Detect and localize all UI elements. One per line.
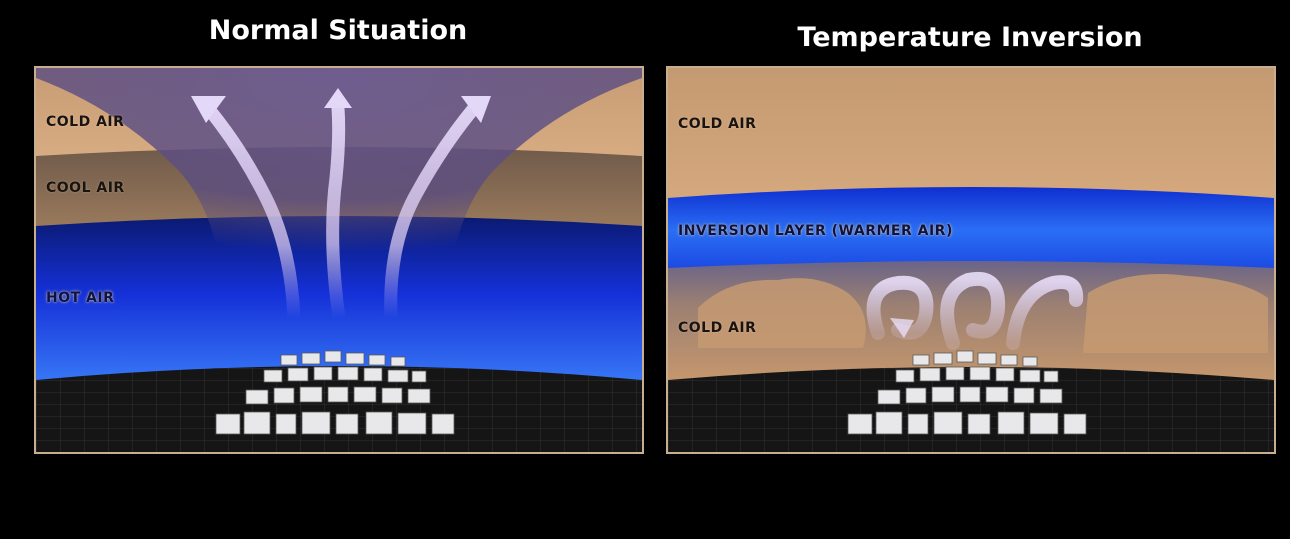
normal-situation-illustration: [36, 68, 642, 452]
trapped-air-swirls: [866, 271, 1084, 350]
arrow-right-head: [461, 96, 491, 123]
normal-situation-panel: COLD AIR COOL AIR HOT AIR: [34, 66, 644, 454]
arrow-left: [201, 101, 301, 325]
temperature-inversion-illustration: [668, 68, 1274, 452]
inversion-layer: [668, 187, 1274, 274]
inversion-top-layer-label: COLD AIR: [678, 116, 757, 132]
temperature-inversion-title: Temperature Inversion: [797, 22, 1143, 53]
arrow-left-head: [191, 96, 226, 123]
normal-bottom-layer-label: HOT AIR: [46, 290, 115, 306]
swirl-left: [866, 275, 934, 340]
inversion-bottom-layer-label: COLD AIR: [678, 320, 757, 336]
temperature-inversion-panel: COLD AIR INVERSION LAYER (WARMER AIR) CO…: [666, 66, 1276, 454]
arrow-right: [384, 101, 481, 325]
normal-middle-layer-label: COOL AIR: [46, 180, 125, 196]
normal-situation-title: Normal Situation: [208, 15, 468, 46]
arrow-middle-head: [324, 88, 352, 108]
town-houses: [215, 350, 455, 435]
smog-cloud-right: [1083, 274, 1268, 353]
ground-grid: [668, 367, 1274, 452]
smog-cloud-left: [698, 278, 866, 348]
inversion-middle-layer-label: INVERSION LAYER (WARMER AIR): [678, 223, 953, 239]
swirl-middle: [940, 271, 1006, 350]
upper-cold-air-layer: [668, 68, 1274, 208]
normal-top-layer-label: COLD AIR: [46, 114, 125, 130]
swirl-left-head: [890, 318, 914, 338]
town-houses: [847, 350, 1087, 435]
swirl-right: [1006, 275, 1084, 350]
ground-grid: [36, 366, 642, 452]
arrow-middle: [326, 101, 346, 325]
rising-heat-arrows: [191, 88, 491, 325]
